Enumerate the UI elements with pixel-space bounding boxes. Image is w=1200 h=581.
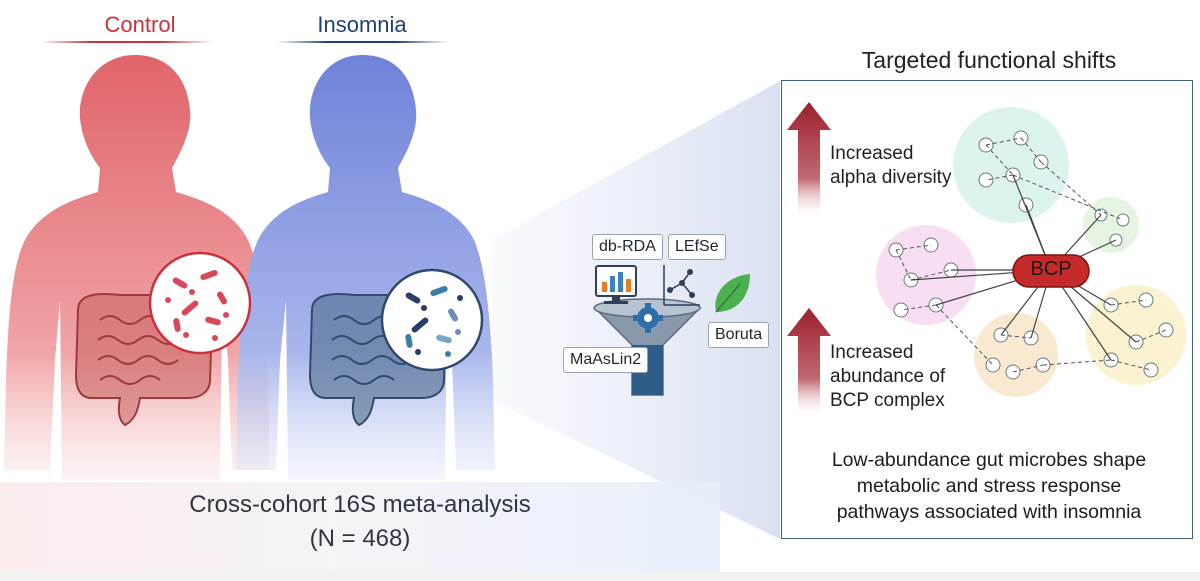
gear-icon [633,303,663,333]
tool-label-lefse: LEfSe [668,234,726,260]
control-microbiome-inset [148,251,252,355]
network-cluster-orange [974,313,1058,397]
network-dashed-links [895,137,1167,373]
monitor-chart-icon [595,265,637,304]
finding-bcp-line2: abundance of [830,366,946,387]
bcp-hub-label: BCP [1030,258,1072,280]
tool-label-db-rda: db-RDA [592,234,663,260]
up-arrow-icon [787,308,831,418]
network-cluster-pink [876,225,976,325]
study-band [0,482,720,572]
finding-bcp-line3: BCP complex [830,390,945,411]
tool-label-maaslin2: MaAsLin2 [563,347,649,373]
finding-alpha-line1: Increased [830,143,914,164]
insomnia-microbiome-inset [380,268,484,372]
finding-bcp-line1: Increased [830,342,914,363]
up-arrow-icon [787,102,831,220]
bcp-hub [1012,254,1090,288]
tool-label-boruta: Boruta [708,322,770,348]
finding-alpha-line2: alpha diversity [830,167,952,188]
insomnia-underline [276,41,448,43]
summary-line3: pathways associated with insomnia [836,501,1142,523]
results-title: Targeted functional shifts [861,47,1117,73]
summary-line2: metabolic and stress response [856,475,1122,497]
insomnia-label: Insomnia [317,12,407,37]
bottom-strip [0,572,1200,581]
scatter-plot-icon [663,265,700,306]
study-title: Cross-cohort 16S meta-analysis (N = 468) [150,488,570,556]
finding-bcp-abundance: Increased abundance of BCP complex [830,341,945,413]
cohort-illustration [4,55,780,540]
network-cluster-teal [953,107,1069,223]
control-underline [40,41,212,43]
network-cluster-mint [1083,197,1139,253]
finding-alpha-diversity: Increased alpha diversity [830,142,951,190]
network-cluster-yellow [1086,285,1186,385]
summary-line1: Low-abundance gut microbes shape [831,449,1147,471]
results-summary: Low-abundance gut microbes shape metabol… [790,447,1188,525]
leaf-icon [715,274,750,313]
study-title-line1: Cross-cohort 16S meta-analysis [189,491,531,518]
study-title-line2: (N = 468) [309,525,411,552]
control-label: Control [104,12,176,37]
results-graphics [787,102,1186,418]
